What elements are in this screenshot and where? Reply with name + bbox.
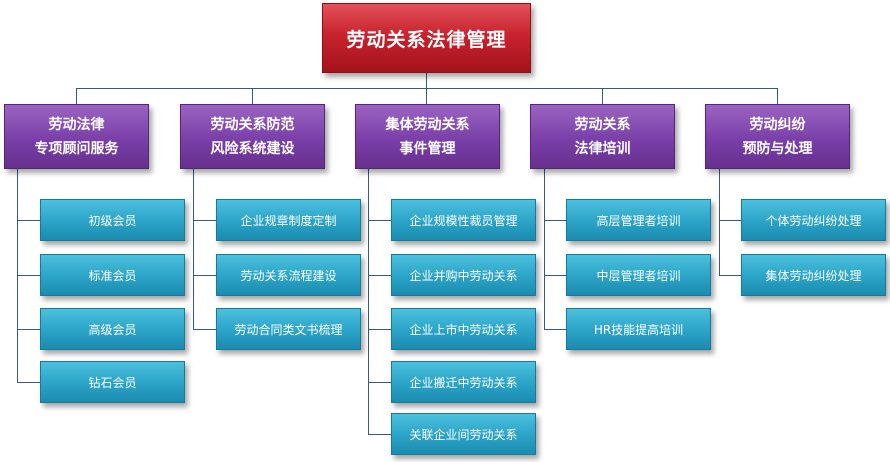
root-title: 劳动关系法律管理 bbox=[346, 28, 507, 51]
leaf-tick bbox=[193, 275, 216, 276]
leaf-tick bbox=[368, 275, 391, 276]
branch-5-spine bbox=[719, 169, 720, 276]
leaf-tick bbox=[17, 329, 40, 330]
branch-2-spine bbox=[193, 169, 194, 330]
leaf-tick bbox=[193, 329, 216, 330]
leaf-tick bbox=[17, 275, 40, 276]
leaf-node: 企业搬迁中劳动关系 bbox=[391, 361, 536, 403]
leaf-node: 钻石会员 bbox=[40, 361, 185, 403]
leaf-tick bbox=[368, 434, 391, 435]
category-3-connector bbox=[426, 88, 427, 104]
leaf-node: 集体劳动纠纷处理 bbox=[741, 254, 886, 296]
category-node-collective-events: 集体劳动关系 事件管理 bbox=[355, 104, 500, 169]
category-line2: 事件管理 bbox=[399, 140, 456, 157]
leaf-label: 钻石会员 bbox=[88, 375, 137, 390]
leaf-label: 标准会员 bbox=[88, 268, 137, 283]
leaf-tick bbox=[368, 329, 391, 330]
leaf-label: 中层管理者培训 bbox=[596, 268, 681, 283]
leaf-tick bbox=[544, 275, 567, 276]
leaf-label: 劳动合同类文书梳理 bbox=[234, 322, 343, 337]
leaf-label: 企业规模性裁员管理 bbox=[409, 213, 518, 228]
category-node-legal-advisory: 劳动法律 专项顾问服务 bbox=[4, 104, 149, 169]
category-line2: 预防与处理 bbox=[742, 140, 813, 157]
category-line2: 专项顾问服务 bbox=[34, 140, 119, 157]
leaf-node: 企业并购中劳动关系 bbox=[391, 254, 536, 296]
leaf-tick bbox=[544, 220, 567, 221]
leaf-node: 标准会员 bbox=[40, 254, 185, 296]
category-line1: 劳动关系 bbox=[574, 116, 631, 133]
branch-3-spine bbox=[368, 169, 369, 435]
leaf-label: 企业并购中劳动关系 bbox=[409, 268, 518, 283]
leaf-node: 企业上市中劳动关系 bbox=[391, 308, 536, 350]
leaf-label: 关联企业间劳动关系 bbox=[409, 427, 518, 442]
category-2-connector bbox=[252, 88, 253, 104]
leaf-node: 劳动关系流程建设 bbox=[216, 254, 361, 296]
leaf-node: 高级会员 bbox=[40, 308, 185, 350]
leaf-tick bbox=[368, 220, 391, 221]
leaf-tick bbox=[193, 220, 216, 221]
leaf-node: 初级会员 bbox=[40, 199, 185, 241]
leaf-tick bbox=[368, 382, 391, 383]
leaf-label: 初级会员 bbox=[88, 213, 137, 228]
leaf-tick bbox=[17, 220, 40, 221]
category-line1: 劳动纠纷 bbox=[749, 116, 806, 133]
leaf-label: 集体劳动纠纷处理 bbox=[765, 268, 862, 283]
leaf-label: 个体劳动纠纷处理 bbox=[765, 213, 862, 228]
leaf-tick bbox=[544, 329, 567, 330]
leaf-label: 劳动关系流程建设 bbox=[240, 268, 337, 283]
leaf-node: 中层管理者培训 bbox=[566, 254, 711, 296]
category-line1: 劳动法律 bbox=[48, 116, 105, 133]
category-node-risk-prevention: 劳动关系防范 风险系统建设 bbox=[180, 104, 325, 169]
leaf-node: 企业规章制度定制 bbox=[216, 199, 361, 241]
leaf-tick bbox=[719, 220, 742, 221]
category-line1: 劳动关系防范 bbox=[210, 116, 295, 133]
category-line2: 风险系统建设 bbox=[210, 140, 295, 157]
leaf-tick bbox=[719, 275, 742, 276]
root-connector bbox=[426, 73, 427, 88]
root-node: 劳动关系法律管理 bbox=[322, 3, 531, 73]
category-1-connector bbox=[76, 88, 77, 104]
leaf-label: 高级会员 bbox=[88, 322, 137, 337]
category-line1: 集体劳动关系 bbox=[385, 116, 470, 133]
category-node-legal-training: 劳动关系 法律培训 bbox=[530, 104, 675, 169]
category-4-connector bbox=[602, 88, 603, 104]
branch-4-spine bbox=[544, 169, 545, 330]
leaf-label: HR技能提高培训 bbox=[593, 322, 684, 337]
category-5-connector bbox=[777, 88, 778, 104]
leaf-label: 企业搬迁中劳动关系 bbox=[409, 375, 518, 390]
branch-1-spine bbox=[17, 169, 18, 383]
leaf-node: 企业规模性裁员管理 bbox=[391, 199, 536, 241]
leaf-node: 关联企业间劳动关系 bbox=[391, 413, 536, 455]
category-node-dispute-handling: 劳动纠纷 预防与处理 bbox=[705, 104, 850, 169]
category-bus bbox=[76, 88, 778, 89]
leaf-node: 个体劳动纠纷处理 bbox=[741, 199, 886, 241]
leaf-label: 企业规章制度定制 bbox=[240, 213, 337, 228]
leaf-node: 劳动合同类文书梳理 bbox=[216, 308, 361, 350]
leaf-label: 高层管理者培训 bbox=[596, 213, 681, 228]
leaf-node: 高层管理者培训 bbox=[566, 199, 711, 241]
leaf-tick bbox=[17, 382, 40, 383]
leaf-label: 企业上市中劳动关系 bbox=[409, 322, 518, 337]
leaf-node: HR技能提高培训 bbox=[566, 308, 711, 350]
category-line2: 法律培训 bbox=[574, 140, 631, 157]
